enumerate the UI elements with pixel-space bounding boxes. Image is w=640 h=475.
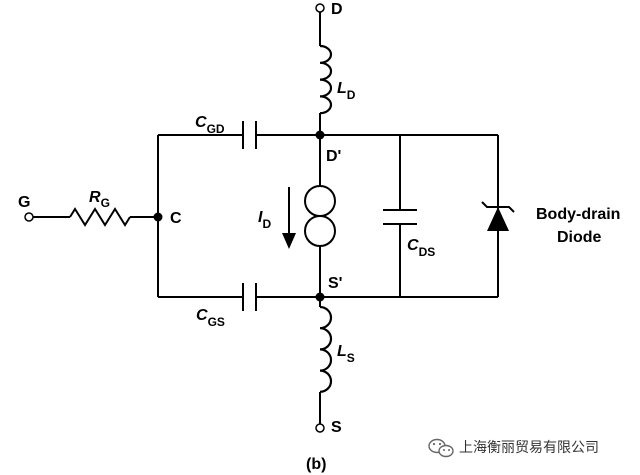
wires bbox=[33, 12, 499, 425]
label-ld: LD bbox=[337, 80, 356, 102]
label-g: G bbox=[18, 194, 30, 211]
label-s-prime: S' bbox=[328, 275, 342, 292]
label-cds: CDS bbox=[407, 237, 435, 259]
current-arrow bbox=[282, 187, 296, 249]
gate-resistor bbox=[69, 207, 131, 227]
drain-source-capacitor bbox=[383, 209, 417, 225]
terminal-d bbox=[315, 3, 325, 13]
wechat-icon bbox=[428, 438, 454, 458]
junction-c bbox=[153, 212, 163, 222]
drain-inductor bbox=[319, 44, 333, 115]
watermark: 上海衡丽贸易有限公司 bbox=[428, 438, 599, 458]
junction-s-prime bbox=[315, 292, 325, 302]
label-ls: LS bbox=[337, 343, 355, 365]
label-s: S bbox=[331, 419, 342, 436]
label-id: ID bbox=[258, 209, 271, 231]
label-d: D bbox=[331, 1, 343, 18]
label-d-prime: D' bbox=[326, 148, 341, 165]
label-cgs: CGS bbox=[196, 307, 225, 329]
source-inductor bbox=[319, 305, 333, 393]
label-cgd: CGD bbox=[195, 114, 225, 136]
figure-caption: (b) bbox=[306, 456, 326, 473]
label-c: C bbox=[170, 210, 182, 227]
watermark-text: 上海衡丽贸易有限公司 bbox=[459, 439, 599, 455]
gate-source-capacitor bbox=[242, 283, 257, 311]
body-diode bbox=[481, 201, 515, 231]
junction-d-prime bbox=[315, 130, 325, 140]
label-body-diode-line2: Diode bbox=[557, 229, 602, 246]
current-source bbox=[304, 185, 336, 247]
label-body-diode-line1: Body-drain bbox=[536, 206, 620, 223]
terminal-g bbox=[24, 212, 34, 222]
terminal-s bbox=[315, 423, 325, 433]
label-rg: RG bbox=[89, 189, 110, 210]
gate-drain-capacitor bbox=[242, 121, 257, 149]
